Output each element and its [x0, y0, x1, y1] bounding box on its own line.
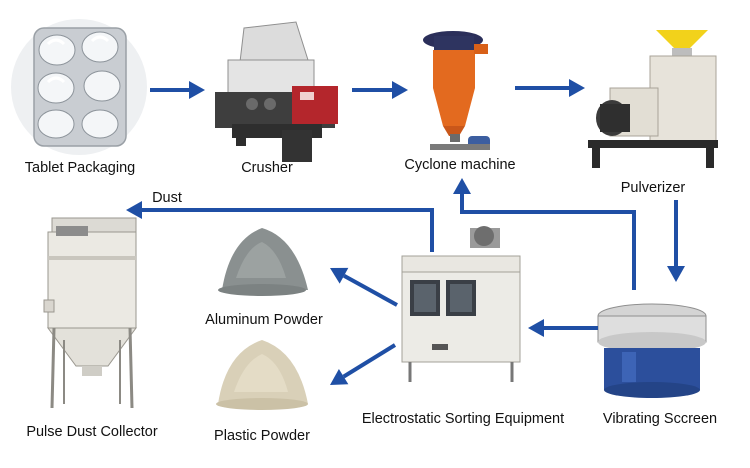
arrow-sorting-dust-to-collector [126, 201, 434, 252]
arrow-screen-to-cyclone-return-shaft [460, 194, 636, 290]
label-dust: Dust [152, 190, 182, 206]
label-vibrating-screen: Vibrating Sccreen [602, 411, 718, 427]
arrow-screen-to-sorting-head [528, 319, 544, 337]
arrow-cyclone-to-pulverizer [515, 79, 585, 97]
arrow-cyclone-to-pulverizer-head [569, 79, 585, 97]
cyclone-machine-image [423, 31, 490, 150]
arrow-tablet-to-crusher-head [189, 81, 205, 99]
arrow-sorting-to-aluminum-head [330, 267, 349, 284]
plastic-powder-image [216, 340, 308, 410]
arrow-sorting-to-plastic [330, 343, 397, 385]
arrow-screen-to-sorting [528, 319, 598, 337]
label-crusher: Crusher [241, 160, 293, 176]
arrow-screen-to-cyclone-return-head [453, 178, 471, 194]
label-pulse-dust-collector: Pulse Dust Collector [26, 424, 158, 440]
arrow-screen-to-cyclone-return [453, 178, 636, 290]
pulverizer-image [588, 30, 718, 168]
label-electrostatic-sorting-equipment: Electrostatic Sorting Equipment [361, 411, 565, 427]
label-plastic-powder: Plastic Powder [214, 428, 310, 444]
label-pulverizer: Pulverizer [620, 180, 686, 196]
vibrating-screen-image [597, 303, 707, 398]
arrow-sorting-to-plastic-shaft [342, 343, 397, 379]
arrow-sorting-to-aluminum [330, 267, 398, 307]
tablet-packaging-image [11, 19, 147, 155]
arrow-pulverizer-to-screen-head [667, 266, 685, 282]
arrow-sorting-to-plastic-head [330, 368, 349, 385]
arrow-sorting-to-aluminum-shaft [343, 273, 398, 307]
crusher-image [215, 21, 338, 162]
aluminum-powder-image [218, 228, 308, 296]
label-aluminum-powder: Aluminum Powder [205, 312, 323, 328]
label-cyclone-machine: Cyclone machine [404, 157, 516, 173]
pulse-dust-collector-image [43, 217, 137, 409]
arrow-sorting-dust-to-collector-shaft [142, 208, 434, 252]
arrow-sorting-dust-to-collector-head [126, 201, 142, 219]
arrow-crusher-to-cyclone [352, 81, 408, 99]
arrow-crusher-to-cyclone-head [392, 81, 408, 99]
label-tablet-packaging: Tablet Packaging [24, 160, 136, 176]
arrow-pulverizer-to-screen [667, 200, 685, 282]
arrow-tablet-to-crusher [150, 81, 205, 99]
electrostatic-sorting-image [401, 226, 521, 382]
